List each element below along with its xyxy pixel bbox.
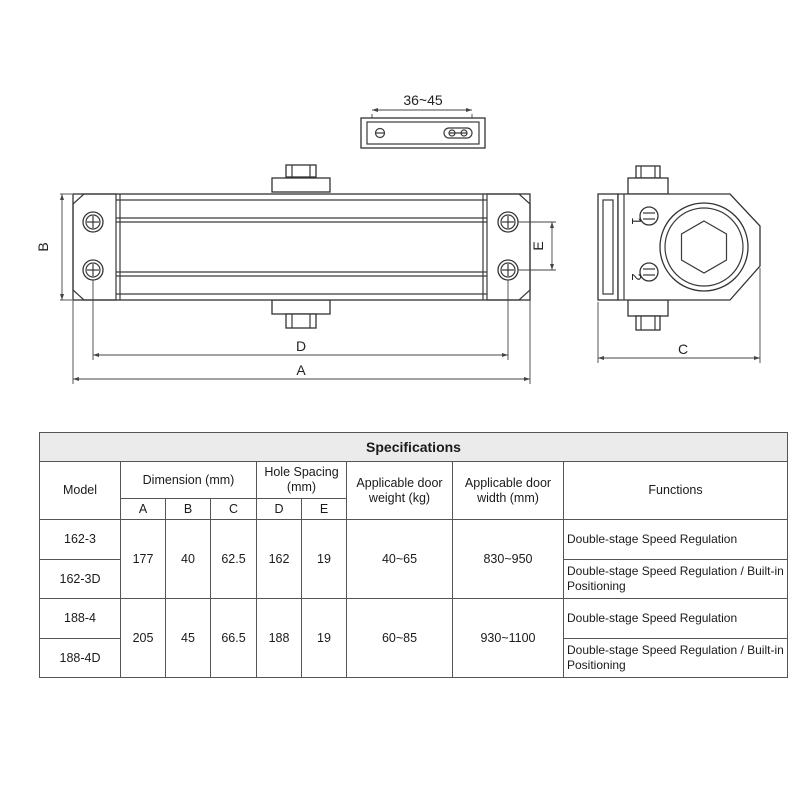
table-row: 162-3 177 40 62.5 162 19 40~65 830~950 D…	[39, 519, 789, 599]
table-title: Specifications	[38, 432, 789, 462]
header-door-weight: Applicable door weight (kg)	[346, 461, 453, 520]
model-cell: 188-4	[39, 598, 121, 639]
closer-body-front-view	[72, 164, 531, 329]
header-model: Model	[39, 461, 121, 520]
valve-1-label: 1	[629, 217, 644, 224]
hole-spacing-d-cell: 188	[256, 598, 302, 678]
door-width-cell: 930~1100	[452, 598, 564, 678]
dimension-c-label: C	[678, 341, 688, 357]
header-door-width: Applicable door width (mm)	[452, 461, 564, 520]
specifications-table: Specifications Model Dimension (mm) Hole…	[38, 432, 789, 678]
dimension-c-cell: 62.5	[210, 519, 257, 599]
header-functions: Functions	[562, 461, 789, 520]
bracket-hole-range-label: 36~45	[403, 92, 443, 108]
header-dimension: Dimension (mm)	[120, 461, 257, 499]
dimension-d: D	[92, 280, 509, 360]
hole-spacing-e-cell: 19	[301, 598, 347, 678]
header-c: C	[210, 498, 257, 520]
door-weight-cell: 60~85	[346, 598, 453, 678]
header-hole-spacing: Hole Spacing (mm)	[256, 461, 347, 499]
dimension-a-label: A	[296, 362, 306, 378]
door-width-cell: 830~950	[452, 519, 564, 599]
table-row: 188-4D Double-stage Speed Regulation / B…	[39, 638, 789, 678]
model-cell: 162-3	[39, 519, 121, 560]
dimension-c: C	[597, 268, 761, 363]
header-a: A	[120, 498, 166, 520]
hole-spacing-d-cell: 162	[256, 519, 302, 599]
dimension-c-cell: 66.5	[210, 598, 257, 678]
model-cell: 188-4D	[39, 638, 121, 678]
function-cell: Double-stage Speed Regulation / Built-in…	[562, 638, 789, 678]
function-cell: Double-stage Speed Regulation	[562, 519, 789, 560]
dimension-d-label: D	[296, 338, 306, 354]
function-cell: Double-stage Speed Regulation	[562, 598, 789, 639]
dimension-a-cell: 177	[120, 519, 166, 599]
door-weight-cell: 40~65	[346, 519, 453, 599]
dimension-a-cell: 205	[120, 598, 166, 678]
header-d: D	[256, 498, 302, 520]
door-closer-drawing: 36~45	[35, 92, 761, 384]
hole-spacing-e-cell: 19	[301, 519, 347, 599]
function-cell: Double-stage Speed Regulation / Built-in…	[562, 559, 789, 599]
dimension-b: B	[35, 193, 72, 301]
closer-side-view: 1 2	[597, 165, 761, 331]
model-cell: 162-3D	[39, 559, 121, 599]
mounting-bracket: 36~45	[360, 92, 486, 149]
header-e: E	[301, 498, 347, 520]
dimension-e-label: E	[530, 241, 546, 250]
dimension-b-cell: 40	[165, 519, 211, 599]
dimension-a: A	[72, 300, 531, 384]
table-row: 188-4 205 45 66.5 188 19 60~85 930~1100 …	[39, 598, 789, 678]
header-b: B	[165, 498, 211, 520]
valve-2-label: 2	[629, 273, 644, 280]
dimension-b-label: B	[35, 242, 51, 251]
dimension-e: E	[518, 221, 556, 271]
dimension-b-cell: 45	[165, 598, 211, 678]
